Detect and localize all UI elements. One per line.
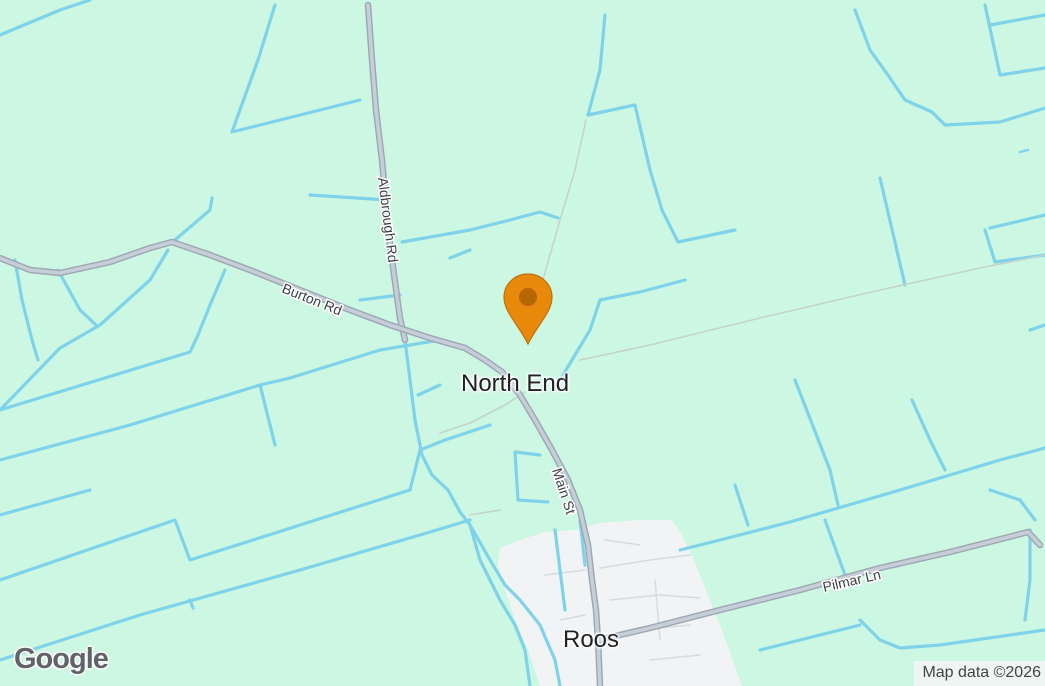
place-label-roos: Roos	[563, 626, 620, 653]
road-label-pilmar-ln: Pilmar Ln	[821, 566, 882, 595]
map-attribution[interactable]: Map data ©2026	[914, 661, 1045, 686]
tracks	[439, 119, 1045, 516]
map-pin-icon[interactable]	[502, 272, 554, 346]
road-label-burton-rd: Burton Rd	[280, 280, 344, 318]
place-label-north-end: North End	[461, 370, 570, 397]
town-streets	[544, 539, 701, 661]
google-logo[interactable]: Google	[14, 643, 109, 675]
road-label-aldbrough-rd: Aldbrough Rd	[375, 176, 401, 263]
